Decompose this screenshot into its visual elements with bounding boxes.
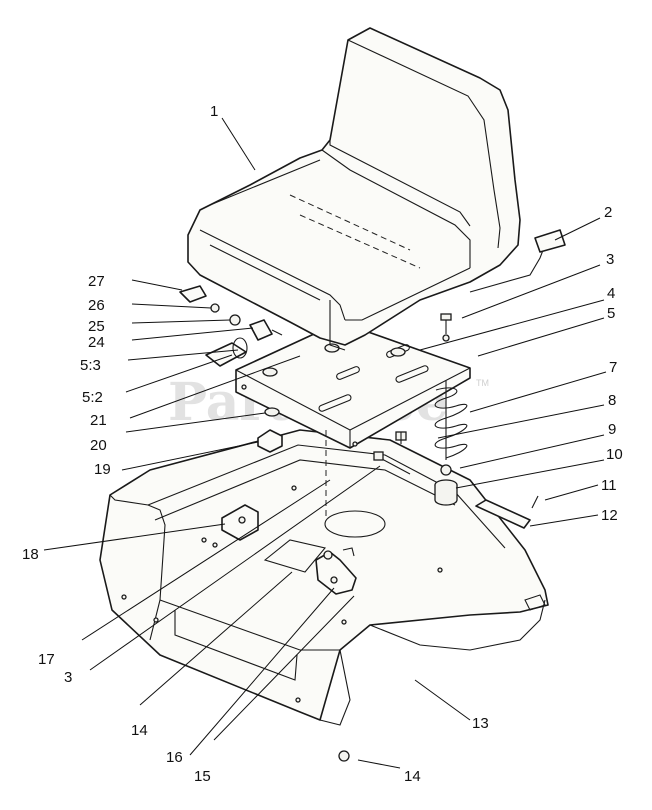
rubber-bumper <box>257 407 283 453</box>
callout-24: 24 <box>88 334 105 351</box>
bolt <box>440 313 452 342</box>
callout-5: 5 <box>607 305 615 322</box>
callout-1: 1 <box>210 103 218 120</box>
spacer-bushing <box>434 479 458 506</box>
callout-3: 3 <box>606 251 614 268</box>
callout-9: 9 <box>608 421 616 438</box>
callout-2: 2 <box>604 204 612 221</box>
spring <box>434 380 468 460</box>
hinge-bracket <box>315 547 357 595</box>
callout-15: 15 <box>194 768 211 785</box>
watermark-trademark: TM <box>476 378 489 388</box>
hex-bolt <box>373 431 411 475</box>
flange-nut <box>338 750 350 762</box>
callout-20: 20 <box>90 437 107 454</box>
callout-13: 13 <box>472 715 489 732</box>
bracket <box>221 504 259 541</box>
callout-16: 16 <box>166 749 183 766</box>
callout-4: 4 <box>607 285 615 302</box>
callout-27: 27 <box>88 273 105 290</box>
callout-17: 17 <box>38 651 55 668</box>
callout-12: 12 <box>601 507 618 524</box>
callout-25: 25 <box>88 318 105 335</box>
callout-10: 10 <box>606 446 623 463</box>
callout-21: 21 <box>90 412 107 429</box>
leader-lines <box>43 117 607 769</box>
washer <box>440 464 452 476</box>
switch-cap <box>179 285 207 303</box>
callout-8: 8 <box>608 392 616 409</box>
callout-26: 26 <box>88 297 105 314</box>
switch-washer <box>210 303 220 313</box>
seat-switch-wire <box>469 229 566 293</box>
adjustment-rod <box>475 495 539 529</box>
callout-11: 11 <box>601 477 617 494</box>
callout-5-2: 5:2 <box>82 389 103 406</box>
switch-nut <box>229 314 241 326</box>
callout-14-bottom: 14 <box>404 768 421 785</box>
callout-5-3: 5:3 <box>80 357 101 374</box>
callout-18: 18 <box>22 546 39 563</box>
callout-3-left: 3 <box>64 669 72 686</box>
callout-labels: 1 2 3 4 5 7 8 9 10 11 12 13 14 14 15 16 … <box>22 103 623 785</box>
callout-19: 19 <box>94 461 111 478</box>
seat <box>187 27 521 351</box>
seat-switch <box>249 319 283 341</box>
callout-14-left: 14 <box>131 722 148 739</box>
callout-7: 7 <box>609 359 617 376</box>
